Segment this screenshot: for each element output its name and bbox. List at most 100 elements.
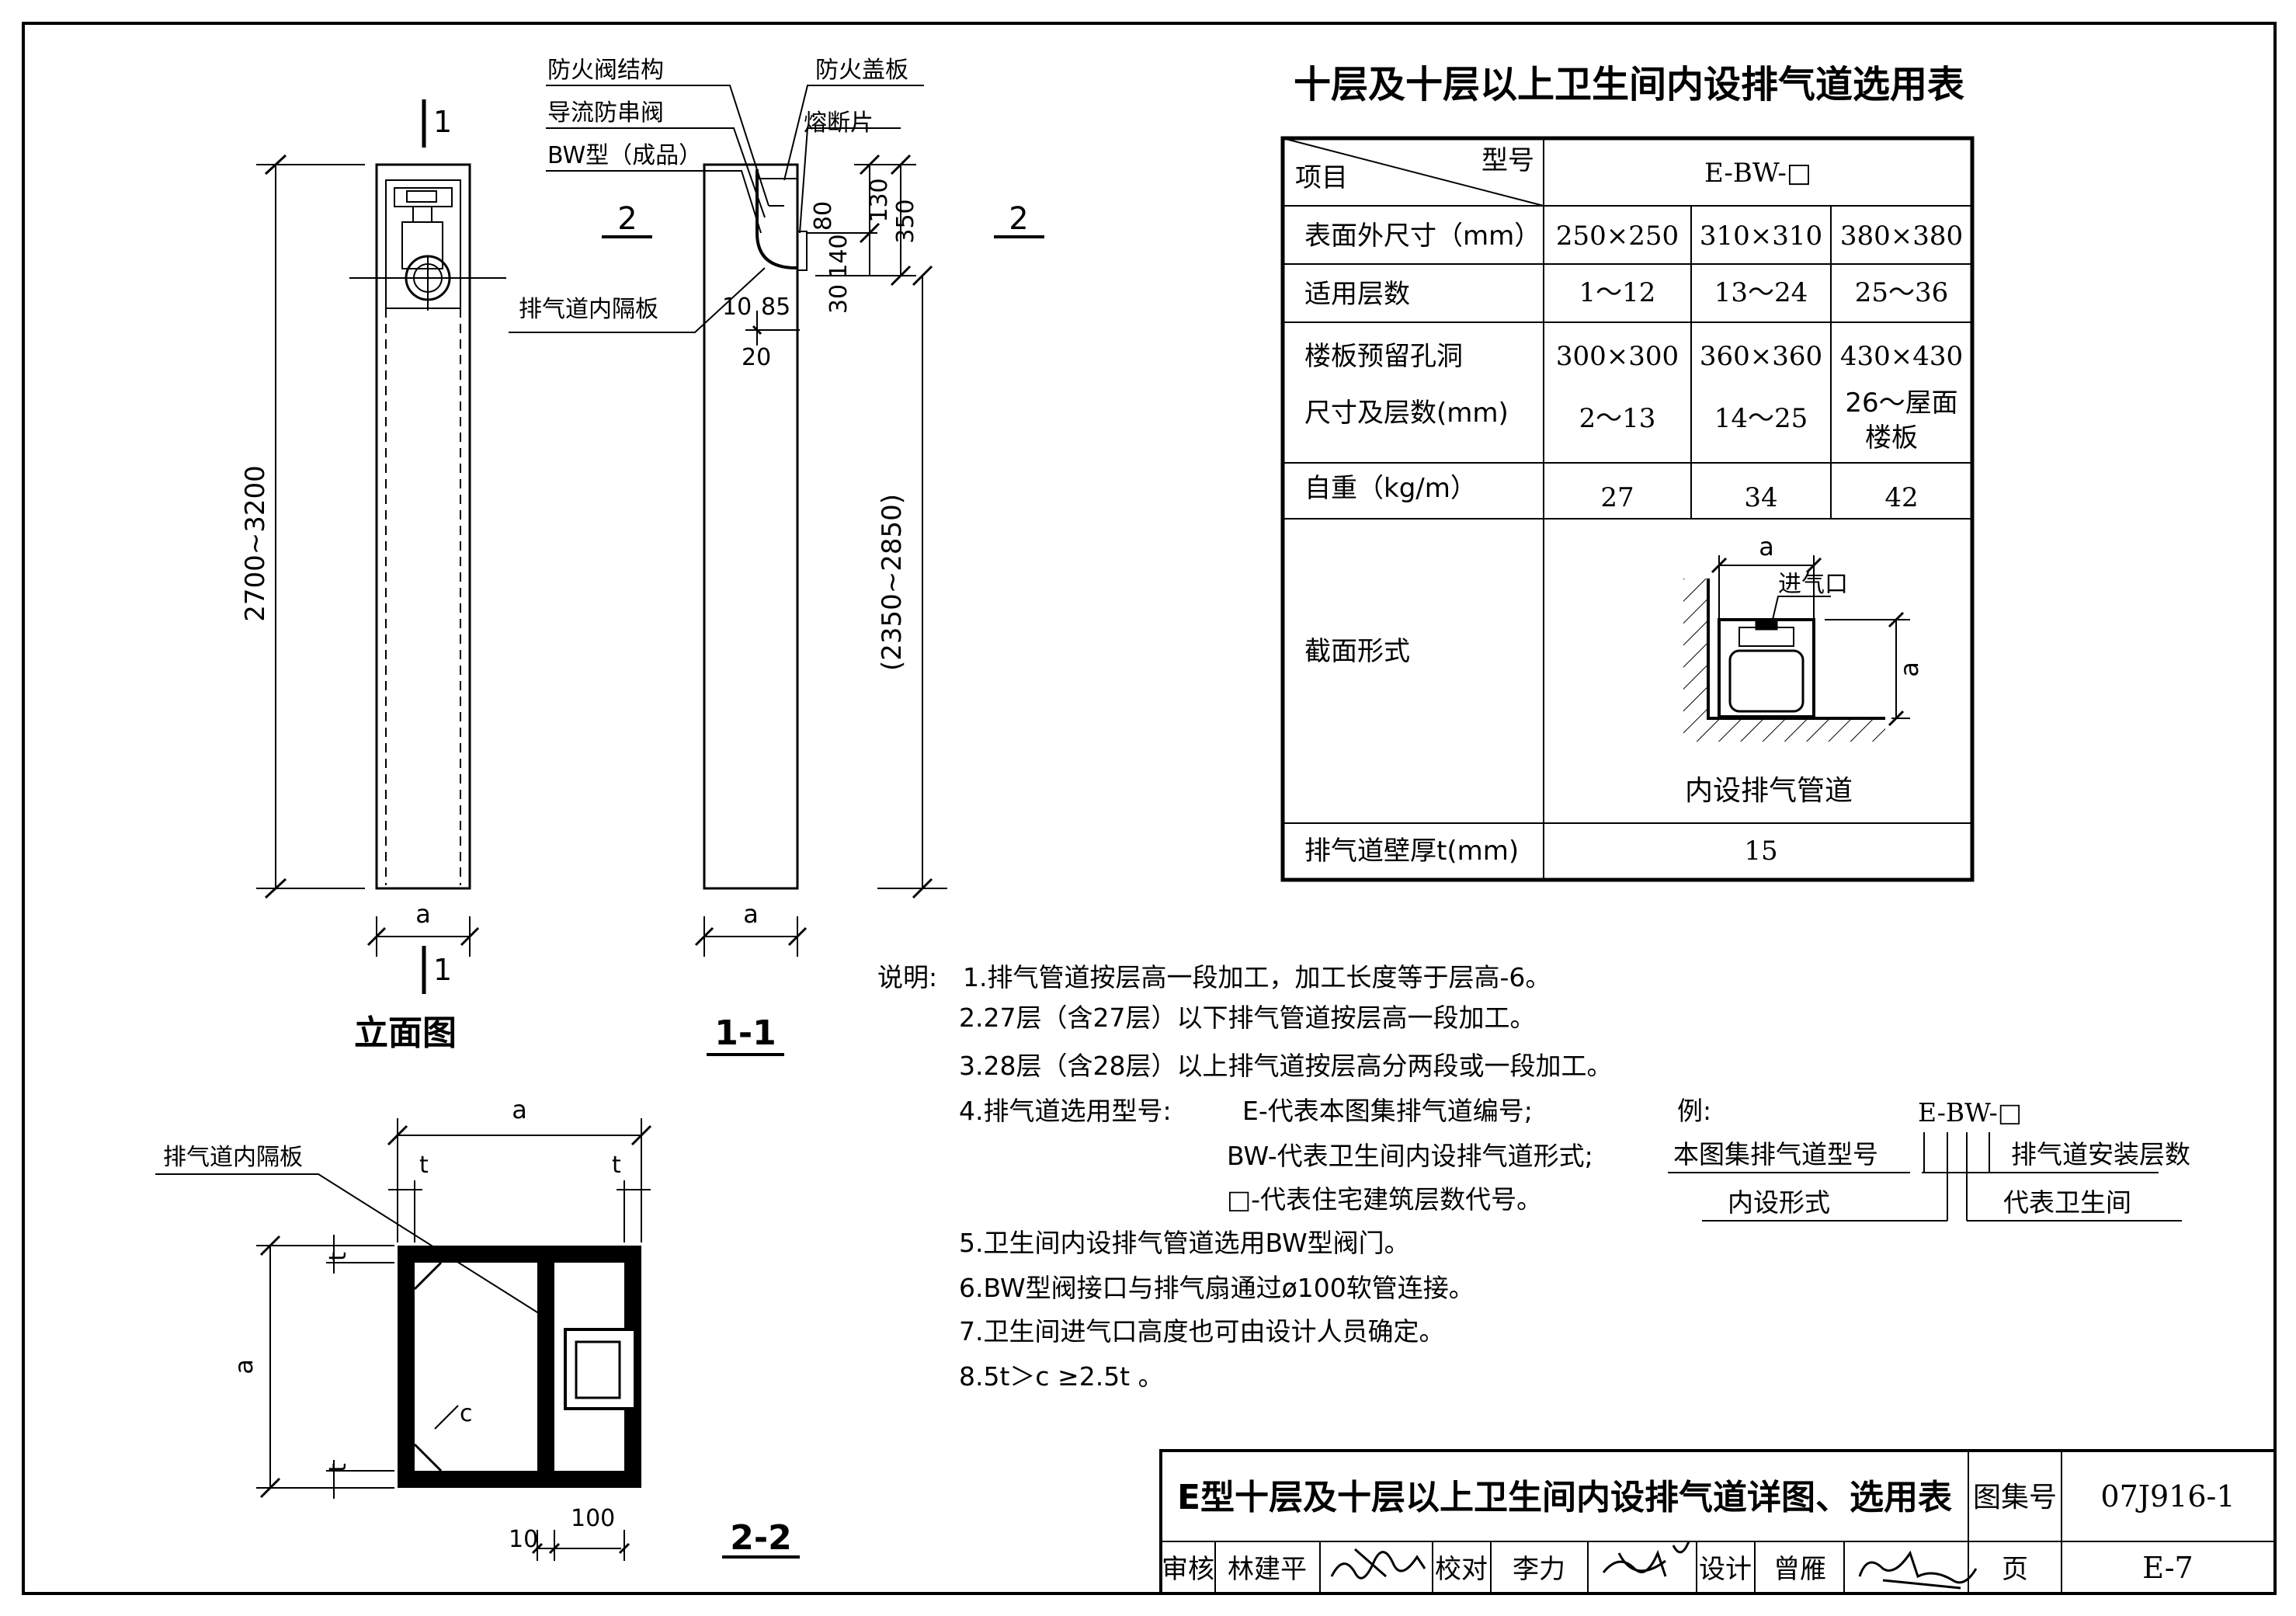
section-mark-1-bottom: 1 [433, 953, 452, 987]
section-form-inlet: 进气口 [1778, 571, 1848, 598]
dim-30: 30 [825, 284, 853, 314]
label-inner-partition: 排气道内隔板 [519, 296, 658, 323]
example-bathroom: 代表卫生间 [2003, 1187, 2131, 1218]
example-code: E-BW-□ [1918, 1097, 2022, 1128]
design-label: 设计 [1699, 1554, 1752, 1585]
section-form-a-right: a [1895, 662, 1924, 677]
note-4-code-e: E-代表本图集排气道编号; [1242, 1096, 1533, 1126]
label-inner-partition-2: 排气道内隔板 [163, 1144, 303, 1171]
section-2-2-t-right: t [612, 1152, 621, 1179]
section-mark-2-left: 2 [617, 201, 637, 237]
section-2-2-view [155, 1118, 800, 1561]
label-fire-cover-plate: 防火盖板 [815, 57, 908, 84]
note-8: 8.5t＞c ≥2.5t 。 [959, 1361, 1164, 1392]
note-4-code-bw: BW-代表卫生间内设排气道形式; [1227, 1141, 1593, 1171]
elevation-view [256, 99, 506, 994]
elevation-caption: 立面图 [354, 1013, 457, 1053]
section-1-1-width-dim: a [743, 899, 759, 929]
row-thickness-label: 排气道壁厚t(mm) [1304, 836, 1519, 867]
row-hole-label-2: 尺寸及层数(mm) [1304, 398, 1509, 429]
row-floors-v2: 13～24 [1714, 277, 1808, 308]
section-2-2-dim-10: 10 [509, 1526, 538, 1553]
dim-350: 350 [892, 199, 919, 243]
table-header-item: 项目 [1295, 162, 1348, 193]
section-2-2-dim-100: 100 [571, 1505, 615, 1532]
example-inner: 内设形式 [1728, 1187, 1830, 1218]
designer-signature [1858, 1550, 1978, 1590]
reviewer-signature [1330, 1548, 1426, 1580]
label-fire-valve-structure: 防火阀结构 [547, 57, 664, 84]
section-2-2-width-dim: a [512, 1095, 527, 1124]
notes-heading: 说明: [877, 962, 937, 992]
row-hole-size-2: 360×360 [1700, 341, 1822, 372]
elevation-height-dim: 2700~3200 [240, 465, 271, 622]
section-1-1-caption: 1-1 [714, 1013, 776, 1053]
dim-130: 130 [866, 178, 893, 222]
selection-table [1280, 136, 1975, 882]
section-form-caption: 内设排气管道 [1685, 775, 1853, 807]
outer-border [22, 22, 2277, 1595]
row-weight-label: 自重（kg/m） [1304, 473, 1477, 504]
title-block [1159, 1449, 2277, 1595]
section-mark-1-top: 1 [433, 105, 452, 139]
section-2-2-height-dim: a [229, 1359, 259, 1374]
designer-name: 曾雁 [1773, 1554, 1826, 1585]
dim-10: 10 [722, 294, 752, 321]
row-hole-floors-extra: 楼板 [1865, 422, 1918, 454]
note-4-code-box: □-代表住宅建筑层数代号。 [1227, 1184, 1542, 1215]
row-size-label: 表面外尺寸（mm） [1304, 221, 1541, 252]
title-block-title: E型十层及十层以上卫生间内设排气道详图、选用表 [1177, 1478, 1952, 1517]
atlas-label: 图集号 [1973, 1482, 2057, 1513]
note-4: 4.排气道选用型号: [959, 1096, 1172, 1126]
checker-signature [1602, 1541, 1690, 1577]
section-1-1-duct [703, 163, 799, 890]
table-header-type: 型号 [1481, 145, 1534, 176]
section-2-2-t-left: t [419, 1152, 429, 1179]
section-2-2-t-bottom: t [325, 1463, 352, 1472]
dim-20: 20 [742, 344, 771, 371]
label-fuse-piece: 熔断片 [804, 109, 874, 137]
example-floors: 排气道安装层数 [2011, 1139, 2190, 1169]
notes: 说明: 1.排气管道按层高一段加工，加工长度等于层高-6。 2.27层（含27层… [877, 962, 1612, 1392]
dim-80: 80 [810, 201, 837, 231]
row-floors-v3: 25～36 [1855, 277, 1949, 308]
checker-name: 李力 [1513, 1554, 1565, 1585]
example-label: 例: [1677, 1096, 1711, 1126]
dim-140: 140 [825, 234, 853, 278]
table-header-model: E-BW-□ [1704, 158, 1811, 189]
atlas-number: 07J916-1 [2100, 1479, 2235, 1513]
row-hole-label-1: 楼板预留孔洞 [1304, 341, 1463, 372]
section-2-2-c-dim: c [460, 1400, 473, 1427]
row-hole-floors-2: 14～25 [1714, 403, 1808, 434]
elevation-width-dim: a [415, 899, 431, 929]
note-1: 1.排气管道按层高一段加工，加工长度等于层高-6。 [963, 962, 1551, 992]
row-hole-size-1: 300×300 [1556, 341, 1679, 372]
reviewer-name: 林建平 [1228, 1554, 1307, 1585]
page-label: 页 [2002, 1554, 2028, 1585]
note-5: 5.卫生间内设排气管道选用BW型阀门。 [959, 1228, 1410, 1258]
row-weight-v2: 34 [1744, 482, 1777, 513]
dim-85: 85 [761, 294, 790, 321]
row-thickness-value: 15 [1744, 836, 1777, 867]
row-hole-floors-1: 2～13 [1579, 403, 1656, 434]
row-hole-size-3: 430×430 [1840, 341, 1963, 372]
section-1-1-height-dim: (2350~2850) [877, 494, 908, 671]
row-size-v3: 380×380 [1840, 221, 1963, 252]
row-floors-v1: 1～12 [1579, 277, 1656, 308]
section-2-2-t-top: t [325, 1252, 352, 1261]
review-label: 审核 [1162, 1554, 1214, 1585]
section-form-a-top: a [1759, 532, 1774, 561]
example-series: 本图集排气道型号 [1673, 1139, 1878, 1169]
note-6: 6.BW型阀接口与排气扇通过ø100软管连接。 [959, 1273, 1475, 1303]
note-3: 3.28层（含28层）以上排气道按层高分两段或一段加工。 [959, 1051, 1612, 1081]
note-2: 2.27层（含27层）以下排气管道按层高一段加工。 [959, 1003, 1535, 1033]
row-section-label: 截面形式 [1304, 636, 1410, 667]
label-backflow-valve: 导流防串阀 [547, 99, 664, 127]
label-bw-type: BW型（成品） [547, 142, 702, 169]
row-hole-floors-3: 26～屋面 [1845, 387, 1957, 419]
row-size-v1: 250×250 [1556, 221, 1679, 252]
page-number: E-7 [2142, 1551, 2193, 1585]
row-floors-label: 适用层数 [1304, 279, 1410, 310]
row-size-v2: 310×310 [1700, 221, 1822, 252]
